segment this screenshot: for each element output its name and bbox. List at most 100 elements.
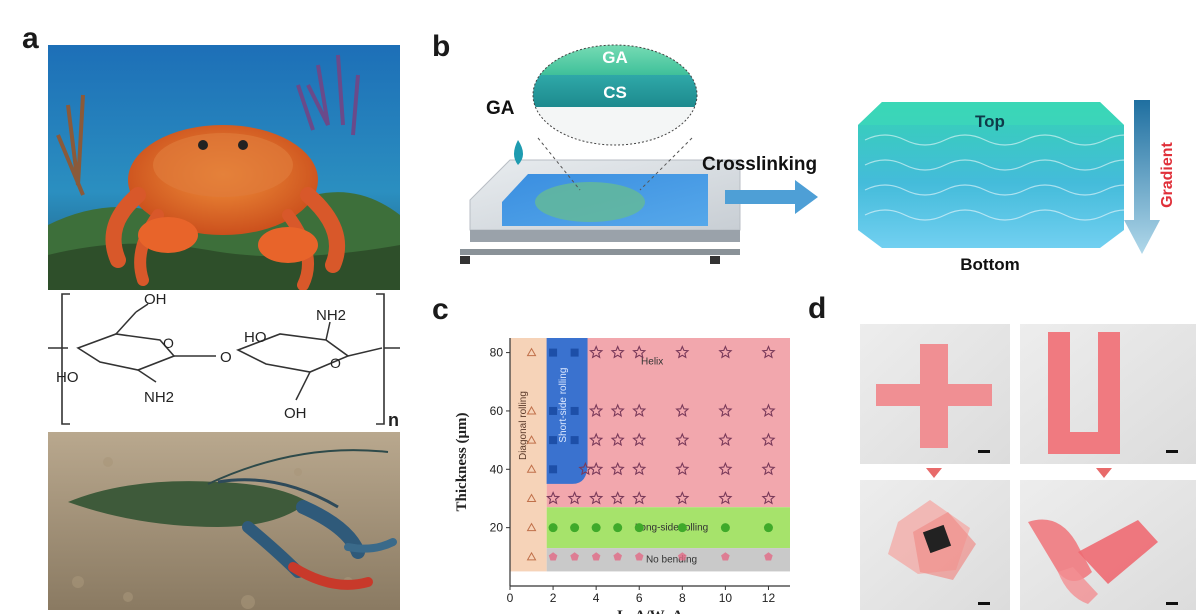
y-axis-label: Thickness (μm) (454, 413, 470, 512)
star-marker (718, 345, 733, 359)
square-marker (570, 436, 579, 445)
block-top-label: Top (975, 112, 1005, 131)
star-marker (632, 491, 647, 505)
label-nh2-bottom-left: NH2 (144, 389, 174, 406)
star-marker (761, 491, 776, 505)
cross-horizontal (876, 384, 992, 406)
square-marker (549, 348, 558, 357)
star-marker (675, 432, 690, 447)
drop-label: GA (486, 98, 515, 119)
triangle-marker (526, 522, 537, 532)
region-label: Diagonal rolling (518, 391, 529, 460)
star-marker (610, 491, 625, 505)
pentagon-marker (678, 552, 687, 561)
crayfish-photo (48, 432, 400, 610)
star-marker (718, 403, 733, 417)
star-marker (632, 345, 647, 359)
block-bottom-label: Bottom (960, 255, 1019, 274)
pentagon-marker (764, 552, 773, 561)
star-marker (675, 461, 690, 476)
y-tick-label: 20 (490, 521, 504, 535)
pentagon-marker (721, 552, 730, 561)
x-tick-label: 12 (762, 591, 776, 605)
star-marker (589, 491, 604, 505)
triangle-marker (526, 347, 537, 357)
star-marker (675, 345, 690, 359)
region-label: No bending (646, 555, 697, 566)
circle-marker (591, 523, 601, 533)
star-marker (610, 345, 625, 359)
y-tick-label: 40 (490, 462, 504, 476)
triangle-marker (526, 493, 537, 502)
x-tick-label: 8 (679, 591, 686, 605)
star-marker (632, 461, 647, 476)
x-tick-label: 10 (719, 591, 733, 605)
circle-marker (720, 523, 730, 533)
triangle-marker (526, 435, 537, 444)
label-o-bridge: O (220, 349, 232, 366)
label-oh-top-left: OH (144, 291, 167, 308)
panel-label-c: c (432, 293, 449, 326)
region-long-side-rolling (546, 507, 790, 549)
star-marker (632, 403, 647, 417)
label-repeat-n: n (388, 410, 399, 430)
star-marker (589, 403, 604, 417)
pentagon-marker (570, 552, 579, 561)
triangle-marker (526, 405, 537, 415)
star-marker (675, 403, 690, 417)
scale-bar (1166, 602, 1178, 605)
region-short-side-rolling (546, 338, 588, 484)
circle-marker (613, 523, 623, 533)
scale-bar (1166, 450, 1178, 453)
square-marker (549, 465, 558, 474)
panel-b-schematic: GA GA CS Crosslinking Top Bottom Gradien… (460, 44, 1176, 274)
star-marker (610, 403, 625, 417)
star-marker (610, 461, 625, 476)
star-marker (761, 432, 776, 447)
star-marker (632, 432, 647, 447)
star-marker (589, 345, 604, 359)
label-ring-o-right: O (330, 355, 341, 371)
star-marker (718, 491, 733, 505)
gradient-label: Gradient (1159, 141, 1176, 207)
label-oh-bottom-right: OH (284, 405, 307, 422)
triangle-marker (526, 551, 537, 561)
x-axis-label: L_A/W_A (617, 608, 683, 614)
square-marker (549, 436, 558, 445)
star-marker (718, 432, 733, 447)
pentagon-marker (635, 552, 644, 561)
x-tick-label: 2 (550, 591, 557, 605)
star-marker (567, 491, 582, 505)
layer-cs: CS (603, 83, 627, 102)
star-marker (610, 432, 625, 447)
label-ho-mid: HO (244, 329, 267, 346)
x-tick-label: 0 (507, 591, 514, 605)
region-label: Short-side rolling (558, 368, 569, 443)
x-tick-label: 4 (593, 591, 600, 605)
layer-ga: GA (602, 48, 628, 67)
region-no-bending (546, 548, 790, 572)
u-shape (1048, 332, 1120, 454)
panel-label-d: d (808, 292, 827, 325)
panel-d-photos (860, 324, 1196, 610)
star-marker (675, 491, 690, 505)
pentagon-marker (548, 552, 558, 561)
panel-label-b: b (432, 30, 451, 63)
label-ring-o-left: O (163, 335, 174, 351)
pentagon-marker (591, 552, 601, 561)
pentagon-marker (613, 552, 622, 561)
star-marker (589, 461, 604, 476)
crab-photo (48, 45, 400, 290)
region-label: Helix (641, 356, 663, 367)
scale-bar (978, 450, 990, 453)
circle-marker (677, 523, 687, 533)
crosslinking-label: Crosslinking (702, 154, 817, 175)
square-marker (570, 406, 579, 415)
region-diagonal-rolling (510, 338, 547, 572)
star-marker (761, 461, 776, 476)
region-label: Long-side rolling (635, 523, 708, 534)
square-marker (549, 406, 558, 415)
panel-label-a: a (22, 22, 39, 55)
star-marker (589, 432, 604, 447)
